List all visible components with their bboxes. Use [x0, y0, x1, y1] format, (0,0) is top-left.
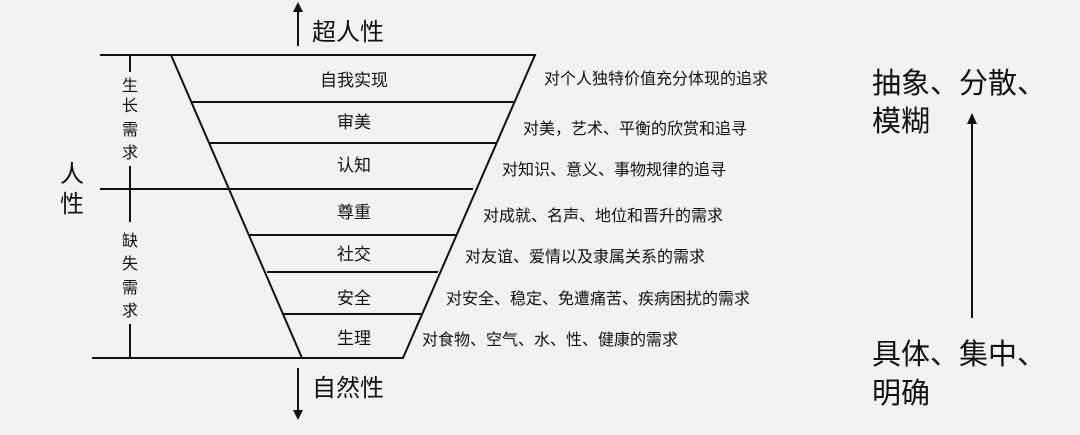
- growth-needs-char-1: 生: [122, 76, 138, 95]
- right-top-line-2: 模糊: [872, 104, 930, 138]
- right-top-line-1: 抽象、分散、: [872, 66, 1046, 100]
- level-desc-3: 对知识、意义、事物规律的追寻: [502, 160, 726, 179]
- deficiency-needs-char-1: 缺: [122, 231, 138, 250]
- level-name-1: 自我实现: [320, 71, 388, 91]
- level-desc-1: 对个人独特价值充分体现的追求: [544, 69, 768, 88]
- growth-needs-char-3: 需: [122, 120, 138, 139]
- right-bottom-line-1: 具体、集中、: [872, 337, 1046, 371]
- level-desc-6: 对安全、稳定、免遭痛苦、疾病困扰的需求: [446, 289, 750, 308]
- deficiency-needs-char-4: 求: [122, 301, 138, 320]
- growth-needs-char-2: 长: [122, 96, 138, 115]
- level-name-4: 尊重: [337, 203, 371, 223]
- level-name-2: 审美: [337, 113, 371, 133]
- down-arrow-bottom-head: [293, 410, 303, 420]
- level-desc-2: 对美，艺术、平衡的欣赏和追寻: [523, 119, 747, 138]
- human-nature-char-1: 人: [60, 160, 84, 188]
- growth-needs-char-4: 求: [122, 143, 138, 162]
- level-desc-5: 对友谊、爱情以及隶属关系的需求: [465, 247, 705, 266]
- deficiency-needs-char-3: 需: [122, 278, 138, 297]
- bottom-label: 自然性: [312, 374, 384, 402]
- right-up-arrow-head: [967, 113, 977, 124]
- level-name-6: 安全: [337, 289, 371, 309]
- right-bottom-line-2: 明确: [872, 376, 930, 410]
- level-desc-4: 对成就、名声、地位和晋升的需求: [483, 206, 723, 225]
- level-name-3: 认知: [337, 156, 371, 176]
- top-label: 超人性: [312, 18, 384, 46]
- level-desc-7: 对食物、空气、水、性、健康的需求: [422, 330, 678, 349]
- level-name-7: 生理: [337, 329, 371, 349]
- level-name-5: 社交: [337, 245, 371, 265]
- deficiency-needs-char-2: 失: [122, 254, 138, 273]
- up-arrow-top-head: [293, 2, 303, 12]
- human-nature-char-2: 性: [60, 190, 84, 218]
